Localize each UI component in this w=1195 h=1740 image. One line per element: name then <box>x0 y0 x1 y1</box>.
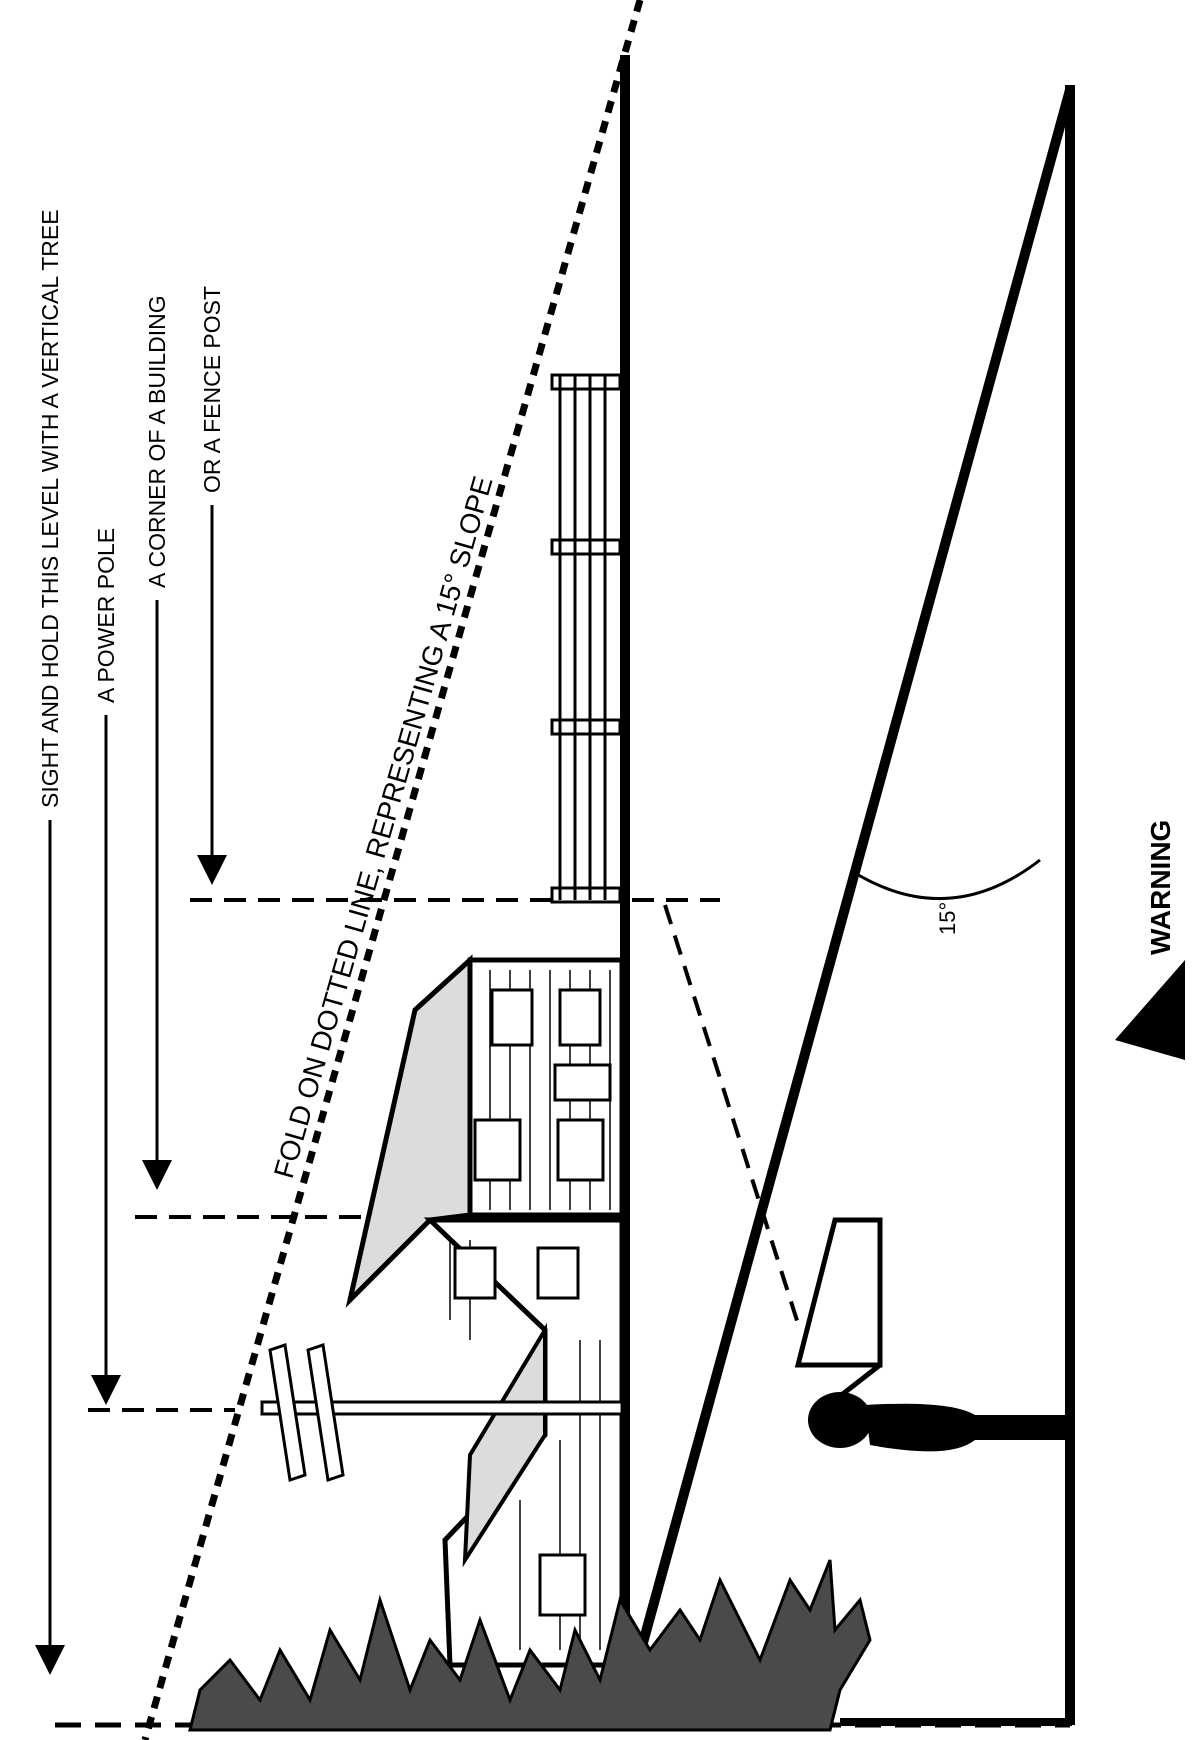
slope-gauge-card <box>794 1217 883 1402</box>
building-label: A CORNER OF A BUILDING <box>144 295 170 588</box>
slope-line <box>625 88 1075 1692</box>
person-silhouette <box>808 1392 1070 1452</box>
warning-label: WARNING <box>1145 820 1176 955</box>
power-pole-label: A POWER POLE <box>93 528 119 703</box>
tree-label: SIGHT AND HOLD THIS LEVEL WITH A VERTICA… <box>37 209 63 808</box>
fence-sight-line <box>663 904 802 1331</box>
angle-arc <box>854 858 1041 901</box>
brush-fire <box>188 1559 872 1732</box>
warning-triangle-icon <box>1115 960 1185 1060</box>
building <box>345 954 625 1668</box>
power-pole <box>260 1343 624 1482</box>
fence-post-label: OR A FENCE POST <box>199 286 225 493</box>
fence <box>550 373 622 904</box>
fold-dotted-line <box>141 0 644 1740</box>
angle-label: 15° <box>935 902 960 935</box>
